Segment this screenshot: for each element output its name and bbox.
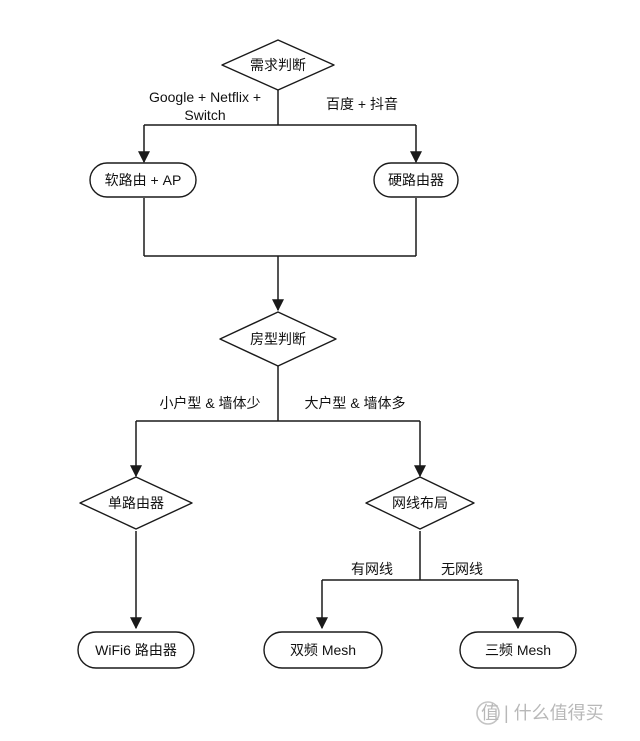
- decision-cabling: 网线布局: [365, 476, 475, 530]
- process-dual-mesh-label: 双频 Mesh: [290, 642, 356, 658]
- process-hard-router-label: 硬路由器: [388, 172, 444, 188]
- connectors: [130, 88, 524, 630]
- watermark-text: 值 | 什么值得买: [481, 703, 604, 723]
- process-hard-router: 硬路由器: [373, 162, 459, 198]
- decision-single-router: 单路由器: [79, 476, 193, 530]
- edge-label-has-cable: 有网线: [351, 561, 393, 577]
- decision-cabling-label: 网线布局: [392, 495, 448, 511]
- watermark: 值 | 什么值得买: [476, 701, 604, 725]
- edge-label-baidu: 百度 + 抖音: [326, 96, 398, 112]
- process-dual-mesh: 双频 Mesh: [263, 631, 383, 669]
- watermark-logo-icon: [476, 701, 500, 725]
- process-soft-router: 软路由 + AP: [89, 162, 197, 198]
- edge-label-small-house: 小户型 & 墙体少: [159, 395, 260, 411]
- decision-demand-label: 需求判断: [250, 57, 306, 73]
- process-tri-mesh-label: 三频 Mesh: [485, 642, 551, 658]
- process-wifi6-router-label: WiFi6 路由器: [95, 642, 177, 658]
- edge-label-no-cable: 无网线: [441, 561, 483, 577]
- process-wifi6-router: WiFi6 路由器: [77, 631, 195, 669]
- process-tri-mesh: 三频 Mesh: [459, 631, 577, 669]
- decision-house: 房型判断: [219, 311, 337, 367]
- decision-demand: 需求判断: [221, 39, 335, 91]
- decision-house-label: 房型判断: [250, 331, 306, 347]
- edge-label-google-line1: Google + Netflix +: [149, 89, 261, 105]
- edge-label-google-line2: Switch: [184, 107, 225, 123]
- process-soft-router-label: 软路由 + AP: [105, 172, 182, 188]
- decision-single-router-label: 单路由器: [108, 495, 164, 511]
- edge-label-large-house: 大户型 & 墙体多: [304, 395, 405, 411]
